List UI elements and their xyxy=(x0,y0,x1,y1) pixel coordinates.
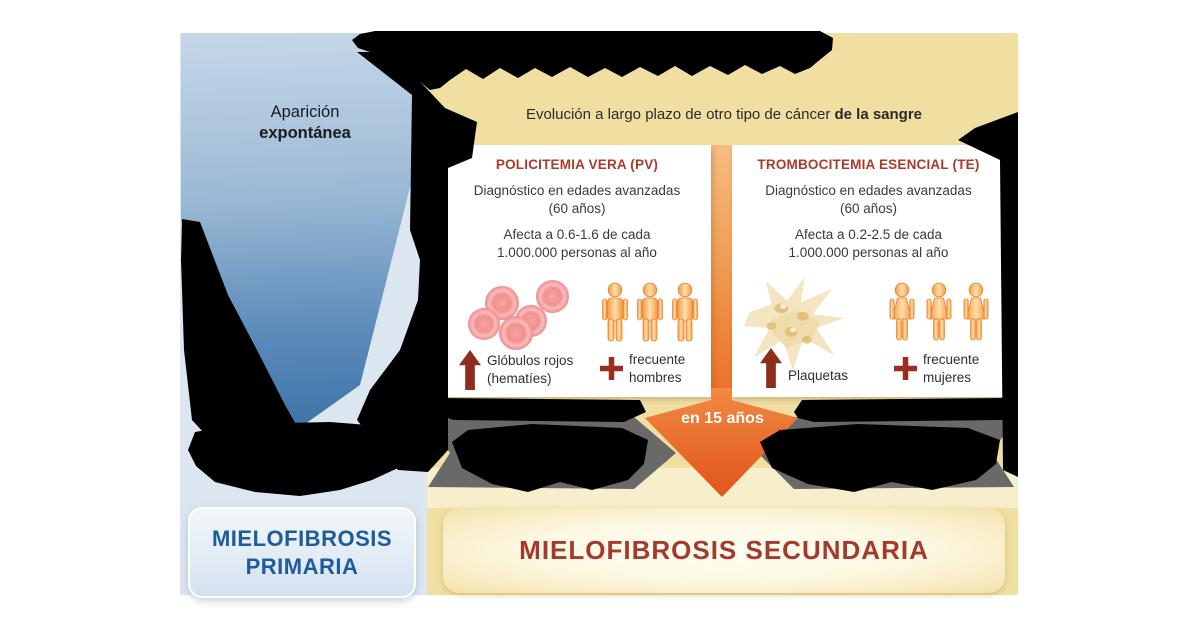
card-trombocitemia-esencial: TROMBOCITEMIA ESENCIAL (TE) Diagnóstico … xyxy=(732,145,1005,397)
pv-incidence-line2: 1.000.000 personas al año xyxy=(497,245,657,260)
pv-increase-line1: Glóbulos rojos xyxy=(487,353,574,368)
pv-incidence-line1: Afecta a 0.6-1.6 de cada xyxy=(503,227,651,242)
spontaneous-appearance-caption: Aparición expontánea xyxy=(205,102,405,144)
te-diagnosis-line2: (60 años) xyxy=(839,201,898,216)
primary-box-line1: MIELOFIBROSIS xyxy=(211,525,393,551)
secondary-myelofibrosis-box: MIELOFIBROSIS SECUNDARIA xyxy=(443,508,1005,593)
pv-frequency-label: frecuente hombres xyxy=(629,351,685,387)
redacted-bar-under-left-card xyxy=(436,398,646,422)
red-blood-cells-icon xyxy=(463,275,593,365)
male-figure xyxy=(602,282,628,342)
redacted-bar-under-right-card xyxy=(794,398,1008,422)
pv-card-title: POLICITEMIA VERA (PV) xyxy=(495,157,659,172)
platelets-icon xyxy=(743,276,845,372)
te-diagnosis-line1: Diagnóstico en edades avanzadas xyxy=(765,183,972,198)
male-figure xyxy=(672,282,698,342)
red-blood-cell xyxy=(499,316,533,350)
red-blood-cell xyxy=(468,308,500,340)
plus-icon xyxy=(894,357,917,380)
plus-icon xyxy=(600,357,623,380)
evolution-text: Evolución a largo plazo de otro tipo de … xyxy=(525,106,835,123)
te-frequent-line1: frecuente xyxy=(923,352,980,367)
orange-arrow-stem xyxy=(711,145,732,390)
male-figures-icon xyxy=(598,282,702,342)
red-blood-cell xyxy=(536,280,569,313)
female-figure xyxy=(963,282,989,341)
te-card-title: TROMBOCITEMIA ESENCIAL (TE) xyxy=(757,157,980,172)
pv-increase-line2: (hematíes) xyxy=(487,371,552,386)
appearance-line2: expontánea xyxy=(259,124,351,142)
card-policitemia-vera: POLICITEMIA VERA (PV) Diagnóstico en eda… xyxy=(443,145,711,397)
pv-diagnosis-line1: Diagnóstico en edades avanzadas xyxy=(473,183,681,198)
te-incidence-line2: 1.000.000 personas al año xyxy=(788,245,949,260)
female-figures-icon xyxy=(884,282,994,342)
primary-myelofibrosis-box: MIELOFIBROSIS PRIMARIA xyxy=(188,507,416,598)
te-incidence-line1: Afecta a 0.2-2.5 de cada xyxy=(794,227,943,242)
pv-diagnosis-line2: (60 años) xyxy=(548,201,606,216)
evolution-text-bold: de la sangre xyxy=(834,106,923,123)
te-frequent-line2: mujeres xyxy=(923,370,972,385)
timeline-label: en 15 años xyxy=(681,410,764,427)
evolution-caption: Evolución a largo plazo de otro tipo de … xyxy=(443,106,1005,123)
female-figure xyxy=(889,282,915,341)
secondary-box-label: MIELOFIBROSIS SECUNDARIA xyxy=(519,535,929,565)
pv-frequent-line1: frecuente xyxy=(629,352,686,367)
appearance-line1: Aparición xyxy=(270,103,340,121)
pv-frequent-line2: hombres xyxy=(629,370,682,385)
male-figure xyxy=(637,282,663,342)
te-frequency-label: frecuente mujeres xyxy=(923,351,979,387)
pv-increase-label: Glóbulos rojos (hematíes) xyxy=(487,352,573,388)
te-increase-label: Plaquetas xyxy=(788,368,849,383)
female-figure xyxy=(926,282,952,341)
primary-box-line2: PRIMARIA xyxy=(245,553,359,579)
